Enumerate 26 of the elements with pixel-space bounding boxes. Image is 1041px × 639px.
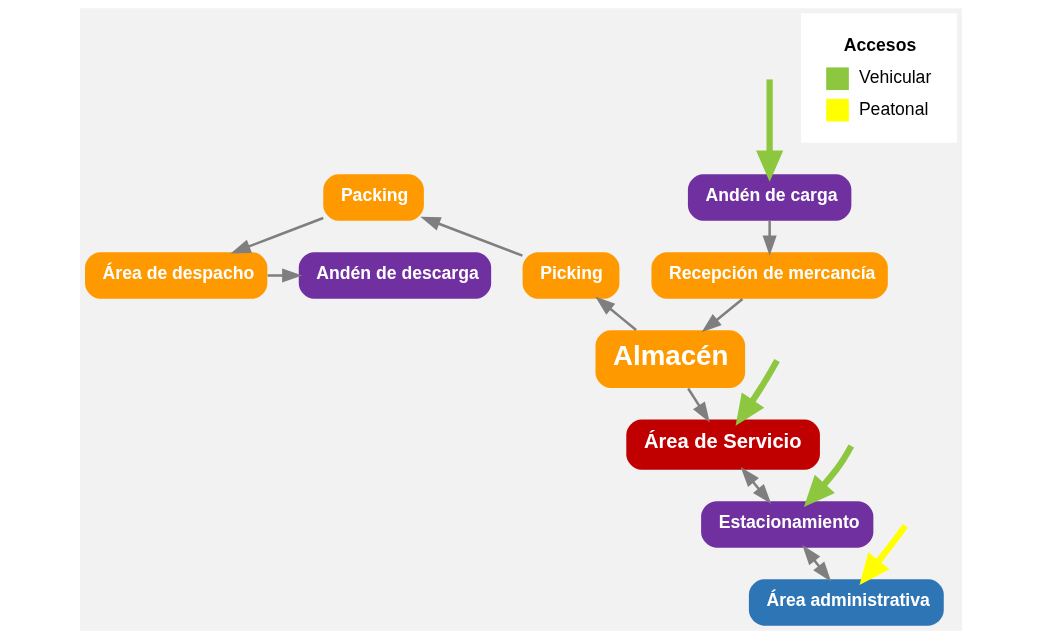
arrow: [801, 544, 831, 582]
legend-label: Peatonal: [858, 98, 928, 119]
arrow: [701, 297, 743, 333]
node-box: Packing: [322, 174, 424, 221]
arrow: [762, 221, 777, 256]
arrow: [803, 444, 854, 507]
node-box: Picking: [522, 252, 619, 299]
arrow: [230, 216, 324, 254]
node-box: Andén de carga: [687, 174, 851, 221]
arrow: [686, 387, 710, 423]
arrow: [419, 216, 523, 257]
legend-label: Vehicular: [858, 67, 931, 88]
node-box: Recepción de mercancía: [650, 252, 888, 299]
arrow: [740, 466, 771, 504]
arrow: [267, 268, 302, 283]
node-box: Área administrativa: [748, 579, 944, 626]
label: Accesos: [843, 34, 916, 55]
arrow: [594, 296, 637, 331]
node-box: Área de despacho: [84, 252, 267, 299]
node-box: Almacén: [595, 330, 745, 388]
node-box: Estacionamiento: [700, 501, 873, 548]
arrow: [755, 79, 783, 182]
arrow: [859, 524, 908, 586]
arrow: [735, 359, 780, 426]
node-box: Área de Servicio: [625, 419, 820, 470]
node-box: Andén de descarga: [298, 252, 491, 299]
